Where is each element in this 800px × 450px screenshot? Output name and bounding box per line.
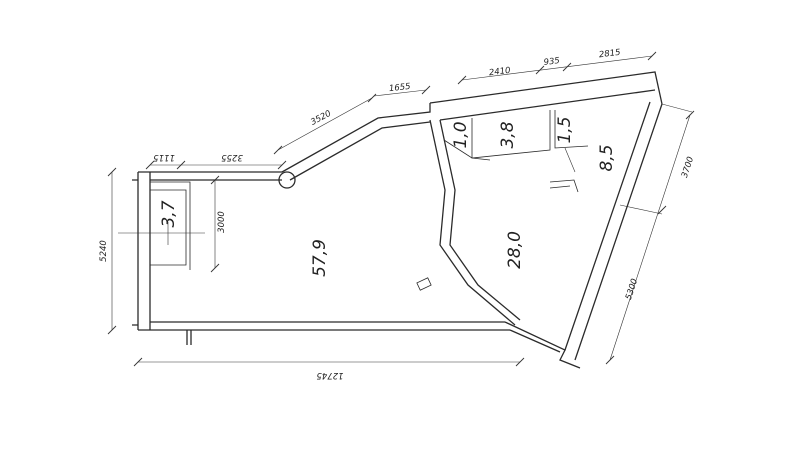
dim-closet-depth: 3000 <box>217 211 227 233</box>
inner-walls <box>150 110 589 291</box>
area-bath: 3,8 <box>498 121 518 148</box>
area-living: 57,9 <box>310 239 330 277</box>
area-room-left: 3,7 <box>159 200 179 227</box>
area-kitchen: 28,0 <box>505 231 525 269</box>
dim-right-lower: 5300 <box>624 278 640 302</box>
dim-diag-short: 1655 <box>389 82 412 94</box>
dim-top-b: 935 <box>543 56 560 68</box>
dim-left-height: 5240 <box>99 240 109 262</box>
dim-right-upper: 3700 <box>680 156 696 180</box>
dimension-labels: 12745 5240 1115 3255 3000 3520 1655 2410… <box>99 48 696 380</box>
dimension-lines <box>107 51 695 367</box>
dim-total-width: 12745 <box>316 370 343 380</box>
area-labels: 57,9 28,0 8,5 3,7 1,0 3,8 1,5 <box>159 116 617 276</box>
dim-diag-wall: 3520 <box>309 109 333 128</box>
outer-walls <box>132 71 663 369</box>
area-closet-small: 1,0 <box>451 121 471 148</box>
dim-left-top-wide: 3255 <box>221 152 243 162</box>
area-wc: 1,5 <box>555 116 575 143</box>
dim-left-top: 1115 <box>153 152 175 162</box>
area-room-right: 8,5 <box>597 144 617 171</box>
dim-top-c: 2815 <box>598 48 621 61</box>
axis-marks <box>118 147 576 245</box>
dim-top-a: 2410 <box>488 66 511 79</box>
